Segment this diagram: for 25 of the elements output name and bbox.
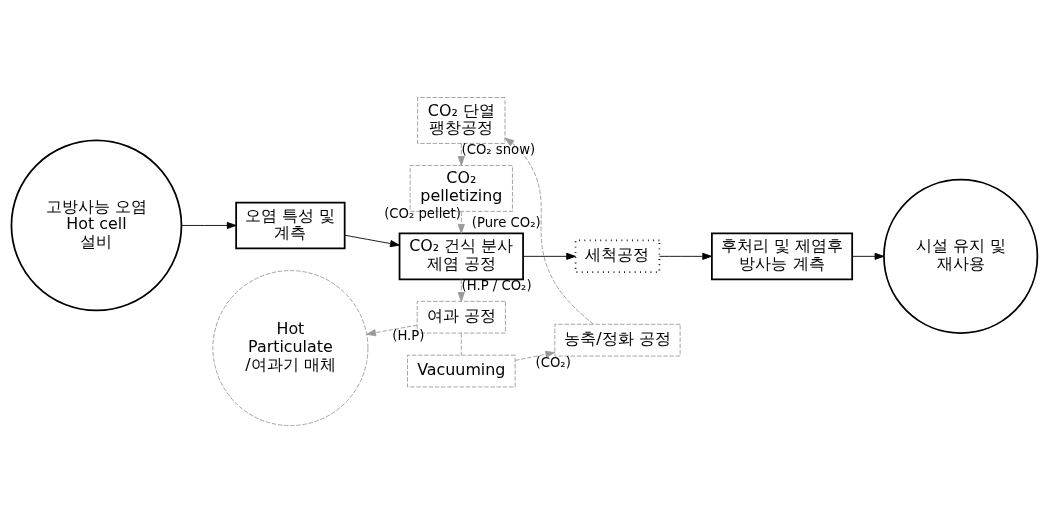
edge-label: (CO₂ snow) — [461, 141, 536, 157]
node-box: 세척공정 — [574, 239, 661, 274]
arrow — [851, 252, 885, 260]
node-box: Vacuuming — [407, 354, 516, 388]
arrow — [344, 234, 400, 248]
arrow — [180, 221, 237, 229]
arrow — [457, 279, 465, 302]
arrow — [504, 137, 594, 325]
arrow — [514, 350, 556, 361]
edge-label: (Pure CO₂) — [471, 214, 541, 230]
connector — [460, 332, 462, 356]
node-circle: Hot Particulate /여과기 매체 — [212, 270, 369, 427]
arrow — [457, 143, 465, 166]
node-box: 후처리 및 제염후 방사능 계측 — [711, 232, 854, 281]
node-box: 오염 특성 및 계측 — [235, 201, 346, 250]
node-box: CO₂ 건식 분사 제염 공정 — [398, 232, 524, 281]
node-box: 농축/정화 공정 — [554, 323, 681, 357]
arrow — [522, 252, 576, 260]
node-circle: 고방사능 오염 Hot cell 설비 — [10, 139, 183, 312]
node-box: CO₂ 단열 팽창공정 — [417, 97, 506, 144]
arrow — [366, 324, 418, 337]
edge-label: (CO₂) — [535, 355, 571, 371]
node-circle: 시설 유지 및 재사용 — [883, 178, 1039, 334]
arrow — [457, 211, 465, 234]
arrow — [659, 252, 713, 260]
